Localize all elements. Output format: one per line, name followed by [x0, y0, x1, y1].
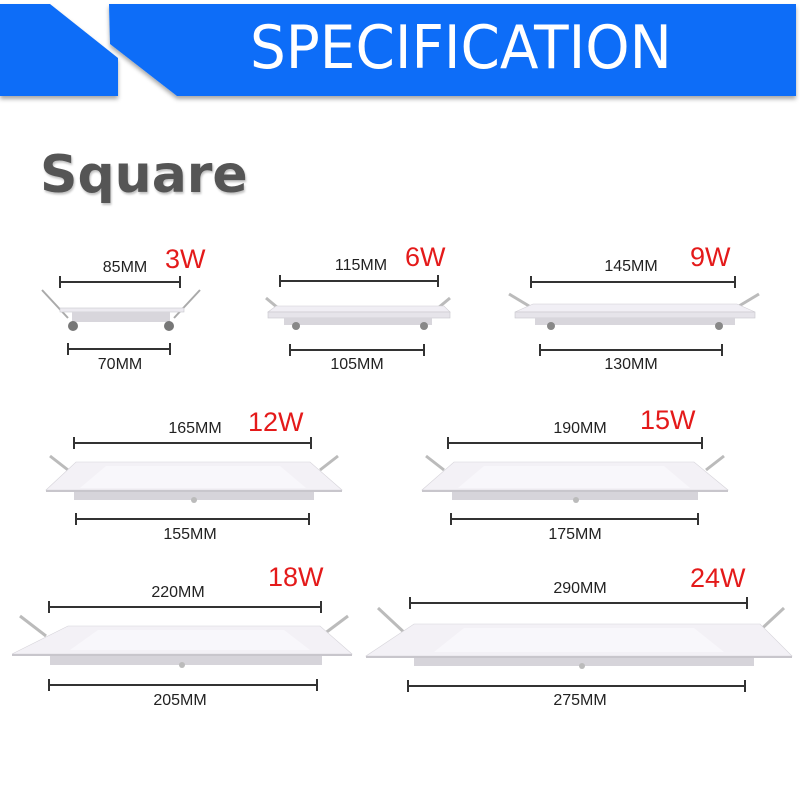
cutout-dimension-bar: [75, 513, 310, 525]
wattage-label: 9W: [690, 242, 731, 272]
cutout-dimension-bar: [407, 680, 746, 692]
outer-size-label: 145MM: [604, 258, 658, 275]
outer-dimension-bar: [73, 437, 312, 449]
cutout-size-label: 70MM: [97, 356, 143, 373]
page-title: SPECIFICATION: [250, 13, 672, 83]
lamp-panel-image: [45, 454, 343, 503]
lamp-panel-image: [508, 292, 760, 330]
wattage-label: 12W: [248, 407, 304, 437]
outer-dimension-bar: [59, 276, 181, 288]
outer-size-label: 190MM: [553, 420, 607, 437]
outer-dimension-bar: [48, 601, 322, 613]
outer-size-label: 165MM: [168, 420, 222, 437]
cutout-size-label: 105MM: [330, 356, 384, 373]
cutout-size-label: 130MM: [604, 356, 658, 373]
cutout-dimension-bar: [539, 344, 723, 356]
outer-size-label: 220MM: [151, 584, 205, 601]
cutout-size-label: 275MM: [553, 692, 607, 709]
wattage-label: 6W: [405, 242, 446, 272]
lamp-panel-image: [41, 289, 201, 331]
cutout-size-label: 155MM: [163, 526, 217, 543]
header-main-shape: [109, 4, 796, 96]
lamp-panel-image: [11, 614, 353, 668]
section-title: Square: [40, 145, 248, 205]
cutout-dimension-bar: [48, 679, 318, 691]
header-left-shape: [0, 4, 118, 96]
outer-dimension-bar: [447, 437, 703, 449]
lamp-panel-image: [265, 296, 451, 330]
lamp-panel-image: [421, 454, 729, 503]
wattage-label: 24W: [690, 563, 746, 593]
cutout-size-label: 205MM: [153, 692, 207, 709]
wattage-label: 15W: [640, 405, 696, 435]
outer-dimension-bar: [530, 276, 736, 288]
wattage-label: 18W: [268, 562, 324, 592]
cutout-dimension-bar: [289, 344, 425, 356]
cutout-size-label: 175MM: [548, 526, 602, 543]
outer-size-label: 290MM: [553, 580, 607, 597]
outer-size-label: 85MM: [102, 259, 148, 276]
cutout-dimension-bar: [67, 343, 171, 355]
outer-dimension-bar: [279, 275, 439, 287]
outer-dimension-bar: [409, 597, 748, 609]
header-banner: [0, 4, 796, 96]
outer-size-label: 115MM: [334, 257, 388, 274]
cutout-dimension-bar: [450, 513, 699, 525]
wattage-label: 3W: [165, 244, 206, 274]
lamp-panel-image: [365, 606, 793, 669]
